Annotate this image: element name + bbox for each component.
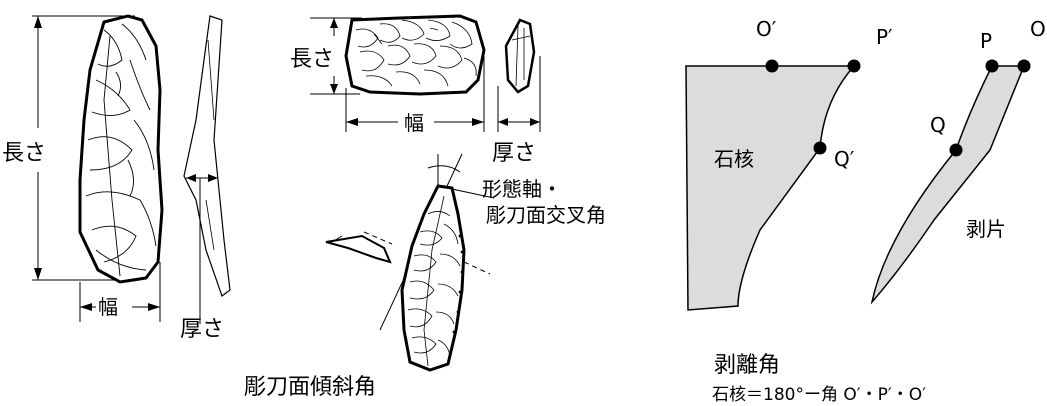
left-blade: 長さ 幅 xyxy=(2,14,231,342)
burin-sub-section xyxy=(325,234,392,264)
blade-side-scars xyxy=(205,39,215,251)
point-p-prime xyxy=(847,59,861,73)
flake-length-label: 長さ xyxy=(290,47,334,72)
flake-thickness-label: 厚さ xyxy=(492,141,536,166)
top-flake: 長さ xyxy=(290,14,541,166)
width-arrow-left xyxy=(80,303,92,311)
flake-thick-arrow-right xyxy=(530,118,540,126)
blade-thickness-label: 厚さ xyxy=(180,317,224,342)
blade-width-label: 幅 xyxy=(98,295,118,319)
flake-thick-arrow-left xyxy=(498,118,508,126)
flake-shape xyxy=(870,65,1026,305)
burin-outline xyxy=(400,184,466,372)
label-q: Q xyxy=(930,113,946,137)
blade-length-label: 長さ xyxy=(2,141,46,166)
flake-outline xyxy=(344,14,486,96)
burin-scars xyxy=(407,195,461,367)
label-o: O xyxy=(1030,17,1046,41)
label-p: P xyxy=(980,29,992,53)
flake-width-arrow-right xyxy=(472,118,484,126)
thickness-arrow-right xyxy=(208,174,218,182)
flake-section-lines xyxy=(511,25,531,87)
point-q xyxy=(949,143,963,157)
burin-dash-right xyxy=(463,261,491,275)
blade-side-view xyxy=(183,15,231,297)
flake-length-arrow-bottom xyxy=(330,84,338,94)
blade-flake-scars xyxy=(85,23,157,277)
flake-width-arrow-left xyxy=(346,118,358,126)
flake-scars xyxy=(355,19,477,87)
core-label: 石核 xyxy=(714,147,754,171)
width-arrow-right xyxy=(148,303,160,311)
burin-angle-arc xyxy=(427,165,461,173)
flake-cross-section xyxy=(504,18,536,94)
label-q-prime: Q′ xyxy=(834,147,855,171)
burin-axis-label-line1: 形態軸・ xyxy=(482,177,562,201)
flaking-angle-title: 剥離角 xyxy=(714,353,780,378)
burin: 形態軸・ 彫刀面交叉角 彫刀面傾斜角 xyxy=(244,153,606,400)
burin-edge-dots xyxy=(452,234,464,334)
flake-label: 剥片 xyxy=(966,217,1006,241)
flake-width-label: 幅 xyxy=(404,111,424,135)
burin-bottom-label: 彫刀面傾斜角 xyxy=(244,375,376,400)
point-q-prime xyxy=(813,141,827,155)
length-arrow-bottom xyxy=(34,268,42,280)
length-arrow-top xyxy=(34,16,42,28)
flaking-angle-diagram: O′ P′ Q′ P O Q 石核 剥片 剥離角 石核＝180°ー角 O′・P′… xyxy=(685,17,1046,405)
point-o xyxy=(1017,59,1031,73)
flake-length-arrow-top xyxy=(330,18,338,28)
burin-sub-mark xyxy=(331,235,343,243)
label-p-prime: P′ xyxy=(876,25,893,49)
burin-axis-label-line2: 彫刀面交叉角 xyxy=(486,203,606,227)
point-o-prime xyxy=(765,59,779,73)
thickness-arrow-left xyxy=(186,174,196,182)
flaking-angle-formula: 石核＝180°ー角 O′・P′・O′ xyxy=(712,385,926,405)
core-shape xyxy=(685,65,856,311)
point-p xyxy=(985,59,999,73)
label-o-prime: O′ xyxy=(756,17,777,41)
